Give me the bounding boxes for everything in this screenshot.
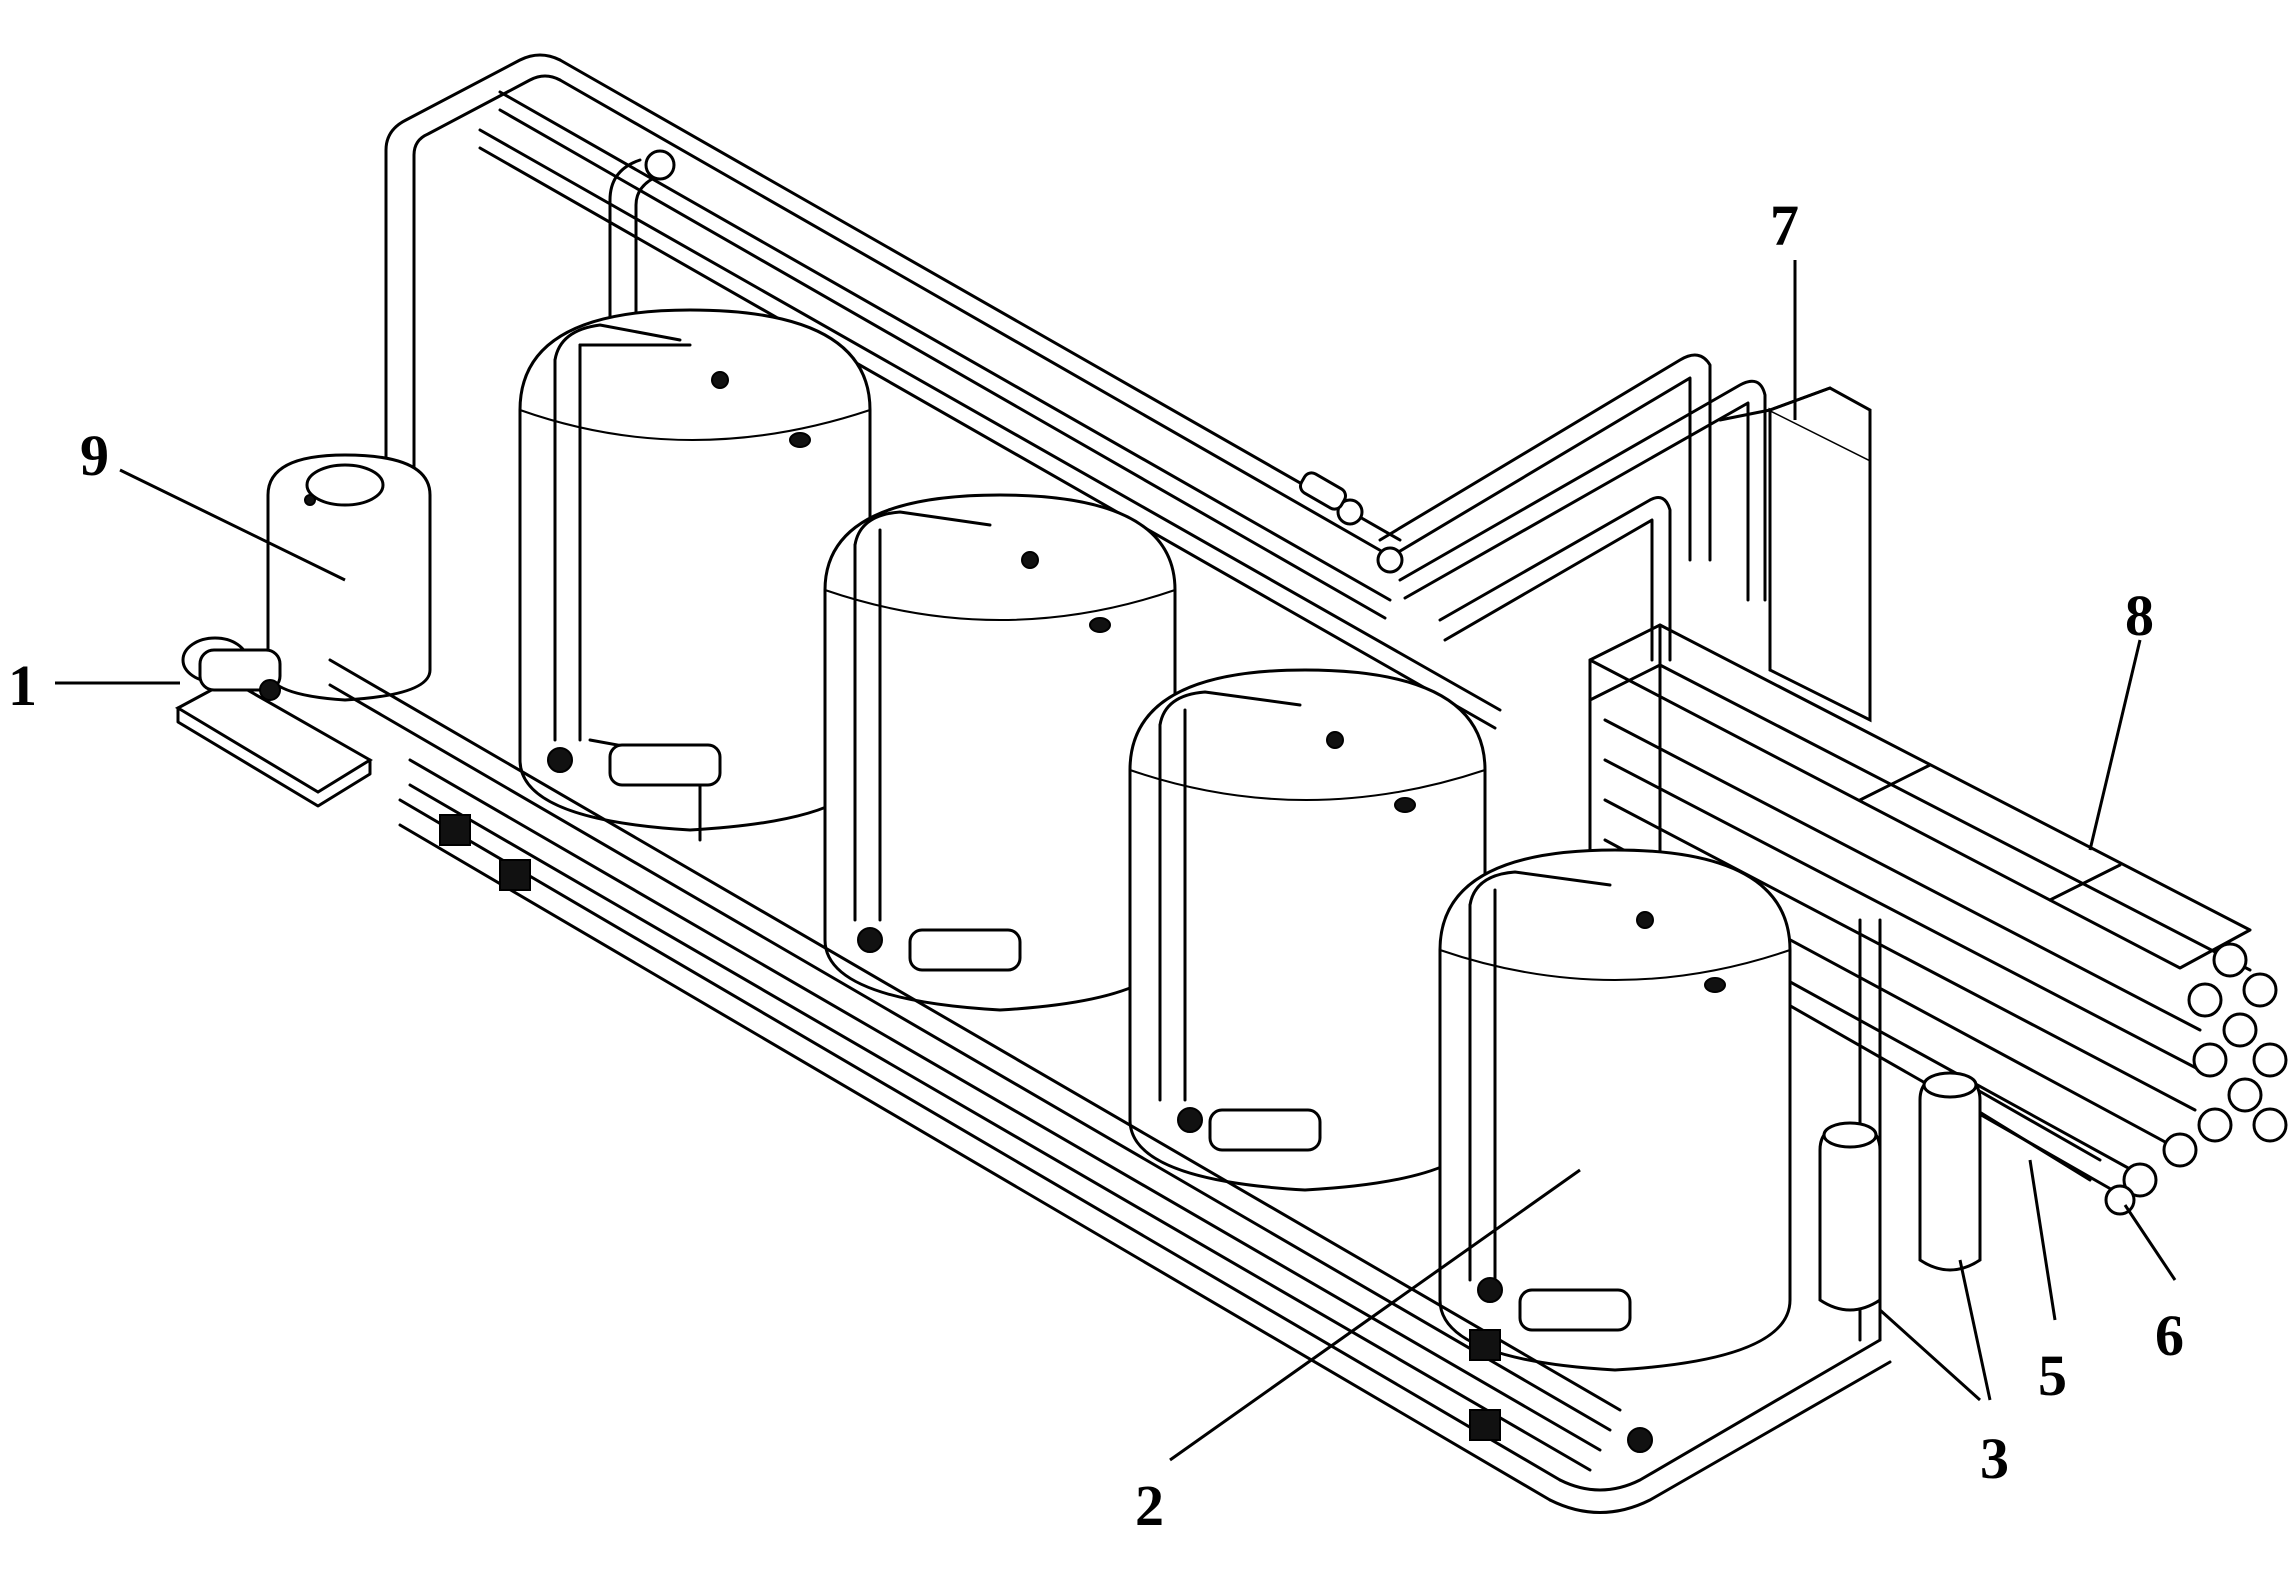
- feed-pump: [174, 636, 373, 808]
- cartridge-filters: [1818, 1071, 1982, 1312]
- dosing-tank: [266, 453, 432, 702]
- callout-8: 8: [2125, 583, 2154, 648]
- callout-2: 2: [1135, 1473, 1164, 1538]
- manifold-valves: [439, 747, 1653, 1453]
- leader-lines: [55, 260, 2177, 1462]
- control-cabinet: [1718, 386, 1872, 723]
- membrane-end-caps: [2104, 942, 2288, 1216]
- callout-9: 9: [80, 423, 109, 488]
- callout-labels: 1 2 3 5 6 7 8 9: [8, 193, 2184, 1538]
- filter-tank-4: [1438, 848, 1792, 1372]
- overhead-piping: [384, 53, 1767, 742]
- filter-tanks: [518, 308, 1792, 1372]
- filter-tank-1: [518, 308, 872, 842]
- callout-6: 6: [2155, 1303, 2184, 1368]
- callout-7: 7: [1770, 193, 1799, 258]
- callout-1: 1: [8, 653, 37, 718]
- callout-5: 5: [2038, 1343, 2067, 1408]
- filter-tank-3: [1128, 668, 1487, 1192]
- callout-3: 3: [1980, 1426, 2009, 1491]
- filter-tank-2: [823, 493, 1177, 1012]
